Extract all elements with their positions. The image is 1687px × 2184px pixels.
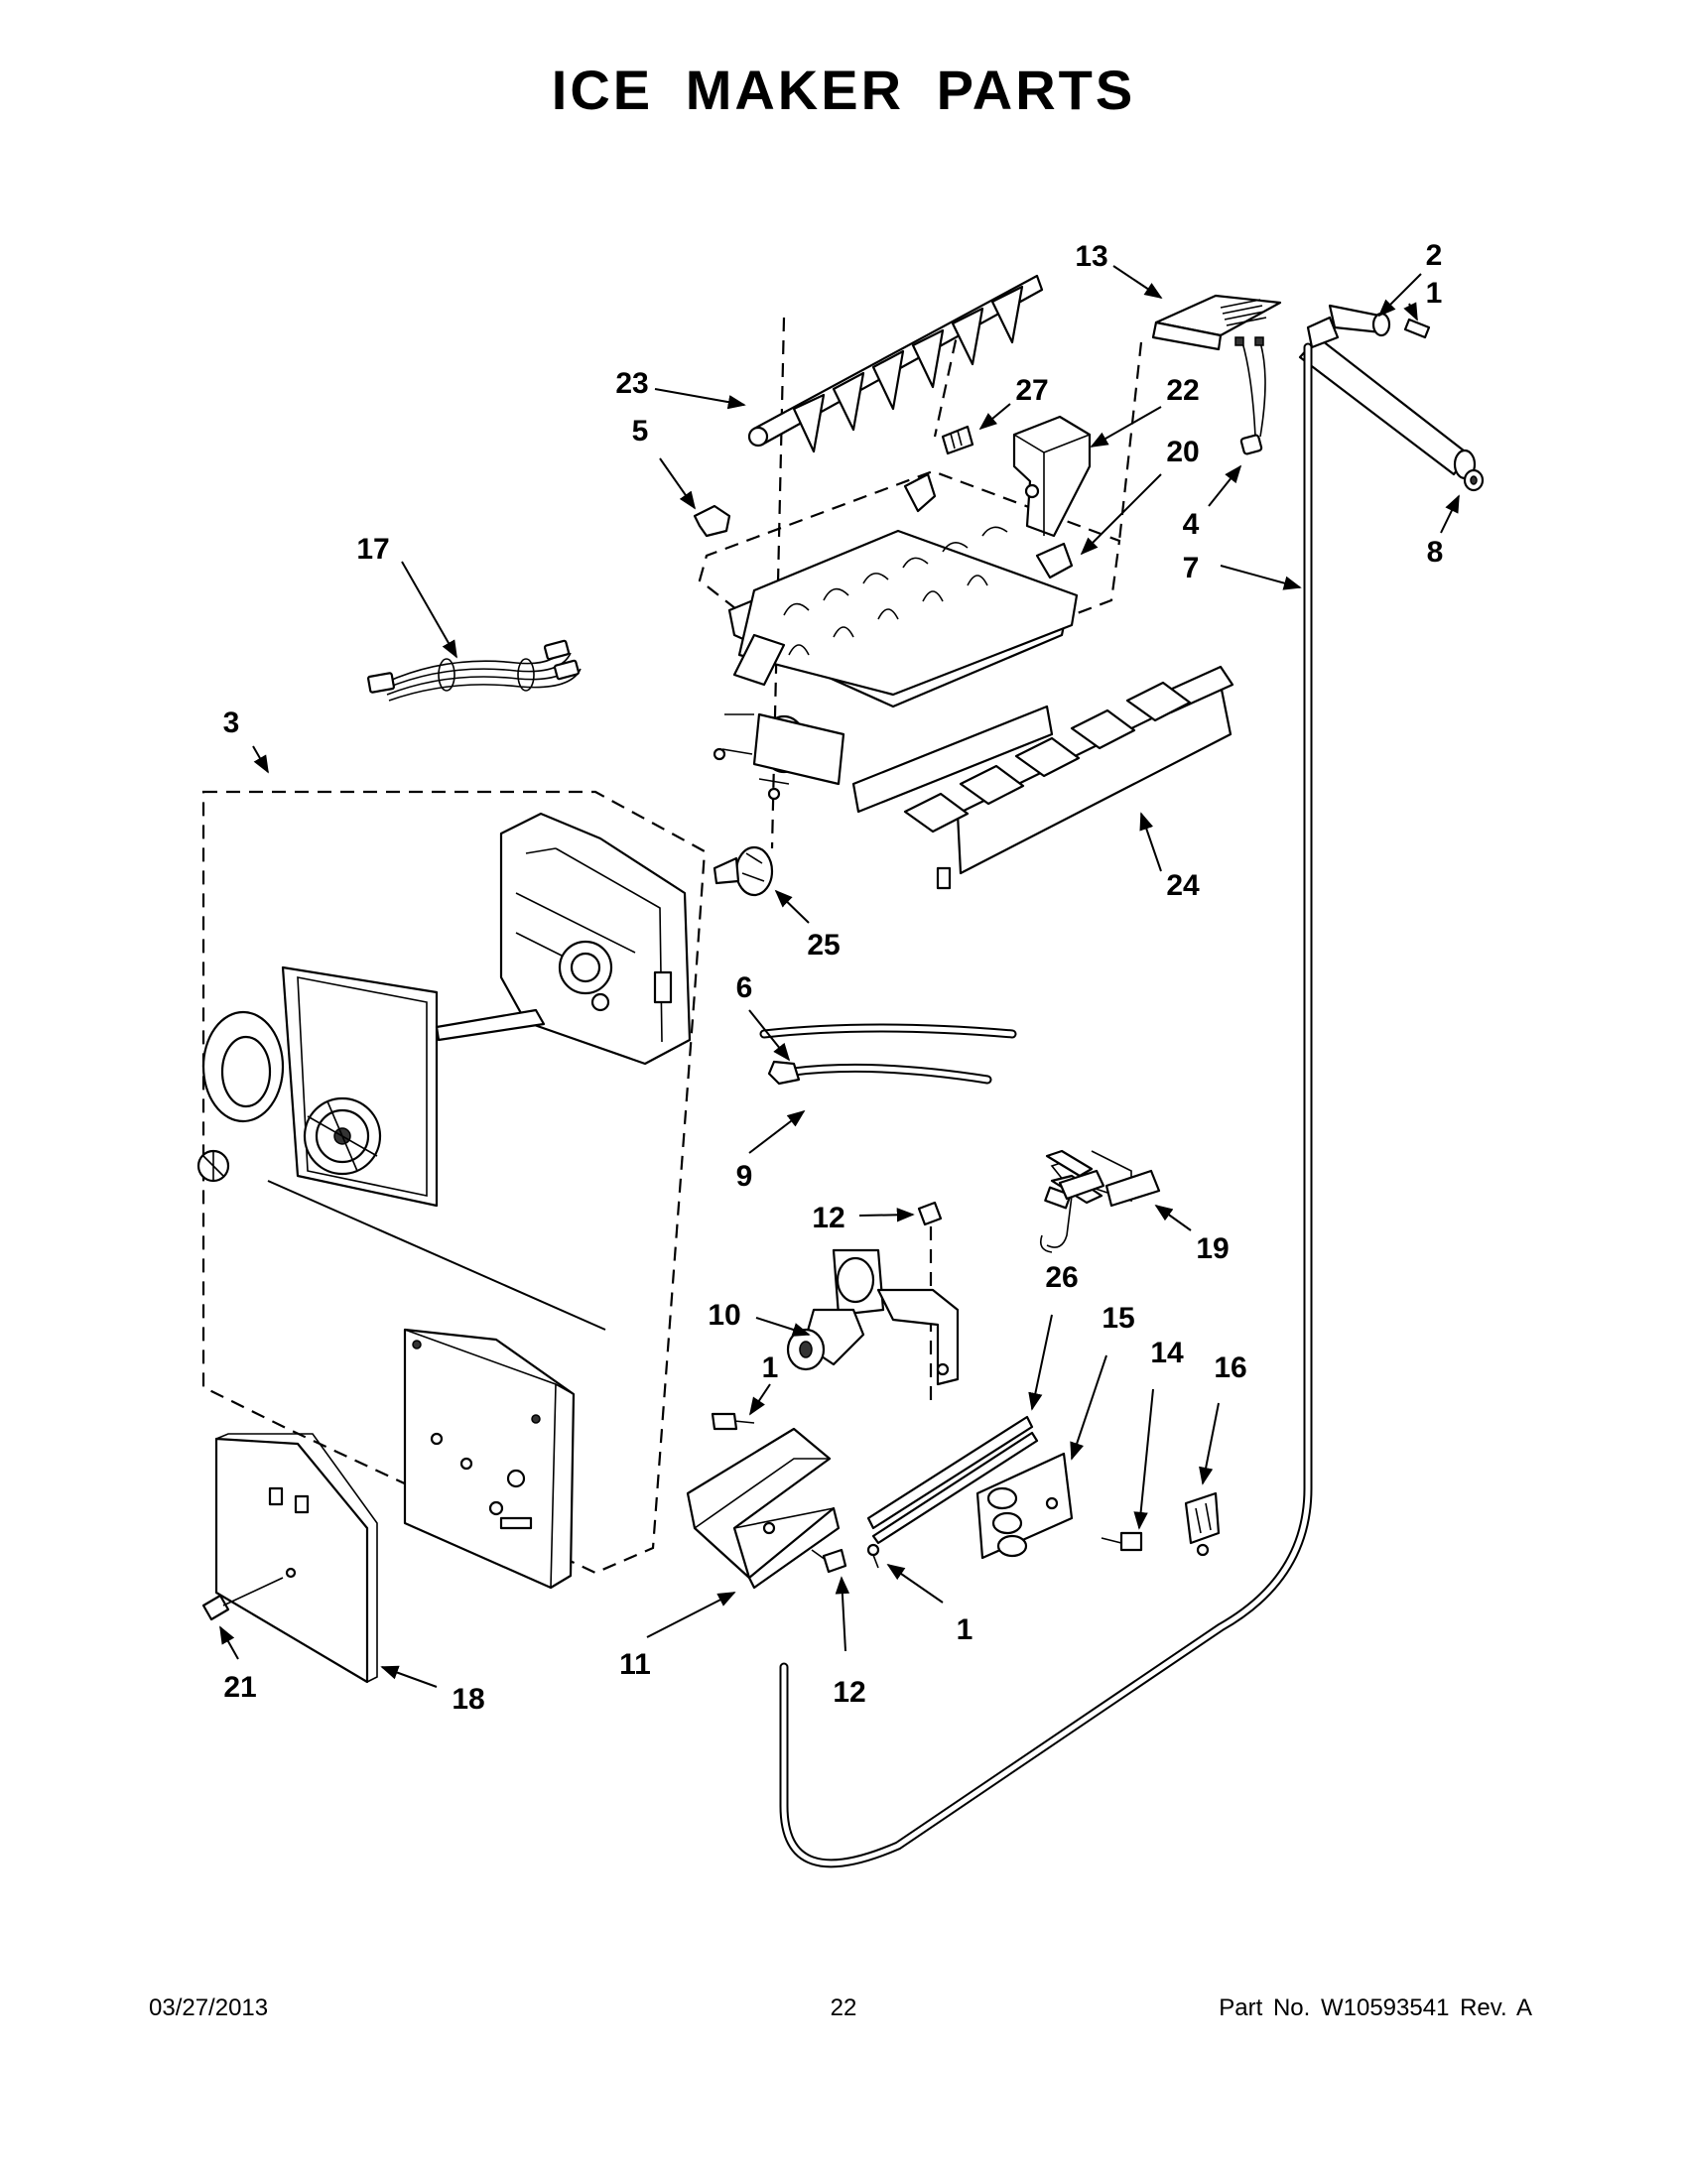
screw-27-part bbox=[941, 425, 974, 455]
callout-23: 23 bbox=[615, 367, 648, 400]
callout-6: 6 bbox=[736, 971, 753, 1004]
stripper-part bbox=[903, 665, 1234, 890]
screw-part bbox=[1403, 318, 1431, 339]
callout-1c: 1 bbox=[957, 1613, 973, 1646]
footer-part-number: Part No. W10593541 Rev. A bbox=[1219, 1994, 1532, 2021]
mold-heater-part bbox=[713, 472, 1079, 814]
valve-bracket-part bbox=[686, 1427, 841, 1590]
screw-12b-part bbox=[811, 1548, 847, 1574]
alignment-line-cover bbox=[1117, 341, 1143, 542]
callout-13: 13 bbox=[1075, 240, 1107, 273]
callout-12b: 12 bbox=[833, 1676, 865, 1709]
motor-plate-part bbox=[196, 965, 546, 1208]
water-tube-part bbox=[779, 342, 1313, 1868]
tube-9-part bbox=[767, 1060, 992, 1086]
clip-16-part bbox=[1184, 1491, 1221, 1557]
callout-11: 11 bbox=[619, 1648, 651, 1681]
callout-25: 25 bbox=[807, 929, 840, 962]
callout-22: 22 bbox=[1166, 374, 1199, 407]
callout-labels: 1 2 13 23 27 22 5 20 4 7 8 17 3 24 25 6 … bbox=[223, 239, 1444, 1716]
screw-14-part bbox=[1101, 1531, 1143, 1552]
fill-cup-bracket-part bbox=[1012, 415, 1092, 538]
leader-lines bbox=[219, 265, 1460, 1688]
shutoff-arm-part bbox=[1151, 294, 1282, 351]
cover-part bbox=[214, 1433, 378, 1684]
callout-2: 2 bbox=[1426, 239, 1443, 272]
callout-3: 3 bbox=[223, 707, 240, 739]
callout-21: 21 bbox=[223, 1671, 256, 1704]
thermostat-part bbox=[1234, 336, 1266, 455]
water-valve-part bbox=[786, 1248, 960, 1386]
callout-18: 18 bbox=[452, 1683, 484, 1716]
screw-1b-part bbox=[711, 1412, 755, 1431]
callout-9: 9 bbox=[736, 1160, 753, 1193]
wire-harness-part bbox=[367, 639, 582, 702]
callout-1a: 1 bbox=[1426, 277, 1443, 310]
screw-21-part bbox=[201, 1577, 284, 1621]
page-title: ICE MAKER PARTS bbox=[551, 59, 1136, 121]
module-alignment-line bbox=[267, 1180, 606, 1331]
alignment-line-screw bbox=[933, 317, 963, 438]
callout-8: 8 bbox=[1427, 536, 1444, 569]
callout-19: 19 bbox=[1196, 1232, 1229, 1265]
callout-1b: 1 bbox=[762, 1351, 779, 1384]
tube-6-part bbox=[759, 1023, 1017, 1039]
footer-page-number: 22 bbox=[830, 1994, 857, 2021]
callout-17: 17 bbox=[356, 533, 389, 566]
callout-15: 15 bbox=[1102, 1302, 1134, 1335]
callout-16: 16 bbox=[1214, 1351, 1246, 1384]
callout-20: 20 bbox=[1166, 436, 1199, 468]
callout-7: 7 bbox=[1183, 552, 1200, 584]
callout-4: 4 bbox=[1183, 508, 1200, 541]
wiring-19-part bbox=[1039, 1149, 1161, 1253]
ejector-part bbox=[747, 274, 1044, 453]
callout-10: 10 bbox=[708, 1299, 740, 1332]
coupler-part bbox=[713, 845, 774, 897]
callout-12a: 12 bbox=[812, 1202, 844, 1234]
clip-part bbox=[693, 504, 731, 538]
control-module-housing-part bbox=[499, 812, 692, 1066]
callout-26: 26 bbox=[1045, 1261, 1078, 1294]
bracket-26-part bbox=[866, 1415, 1039, 1569]
fill-tube-part bbox=[1298, 304, 1485, 492]
circuit-board-cover-part bbox=[403, 1328, 576, 1590]
callout-27: 27 bbox=[1015, 374, 1048, 407]
heater-15-part bbox=[975, 1452, 1074, 1560]
assembly-outline-control-module bbox=[201, 790, 707, 1575]
callout-14: 14 bbox=[1150, 1337, 1184, 1369]
footer-date: 03/27/2013 bbox=[149, 1994, 269, 2021]
callout-24: 24 bbox=[1166, 869, 1200, 902]
callout-5: 5 bbox=[632, 415, 649, 448]
